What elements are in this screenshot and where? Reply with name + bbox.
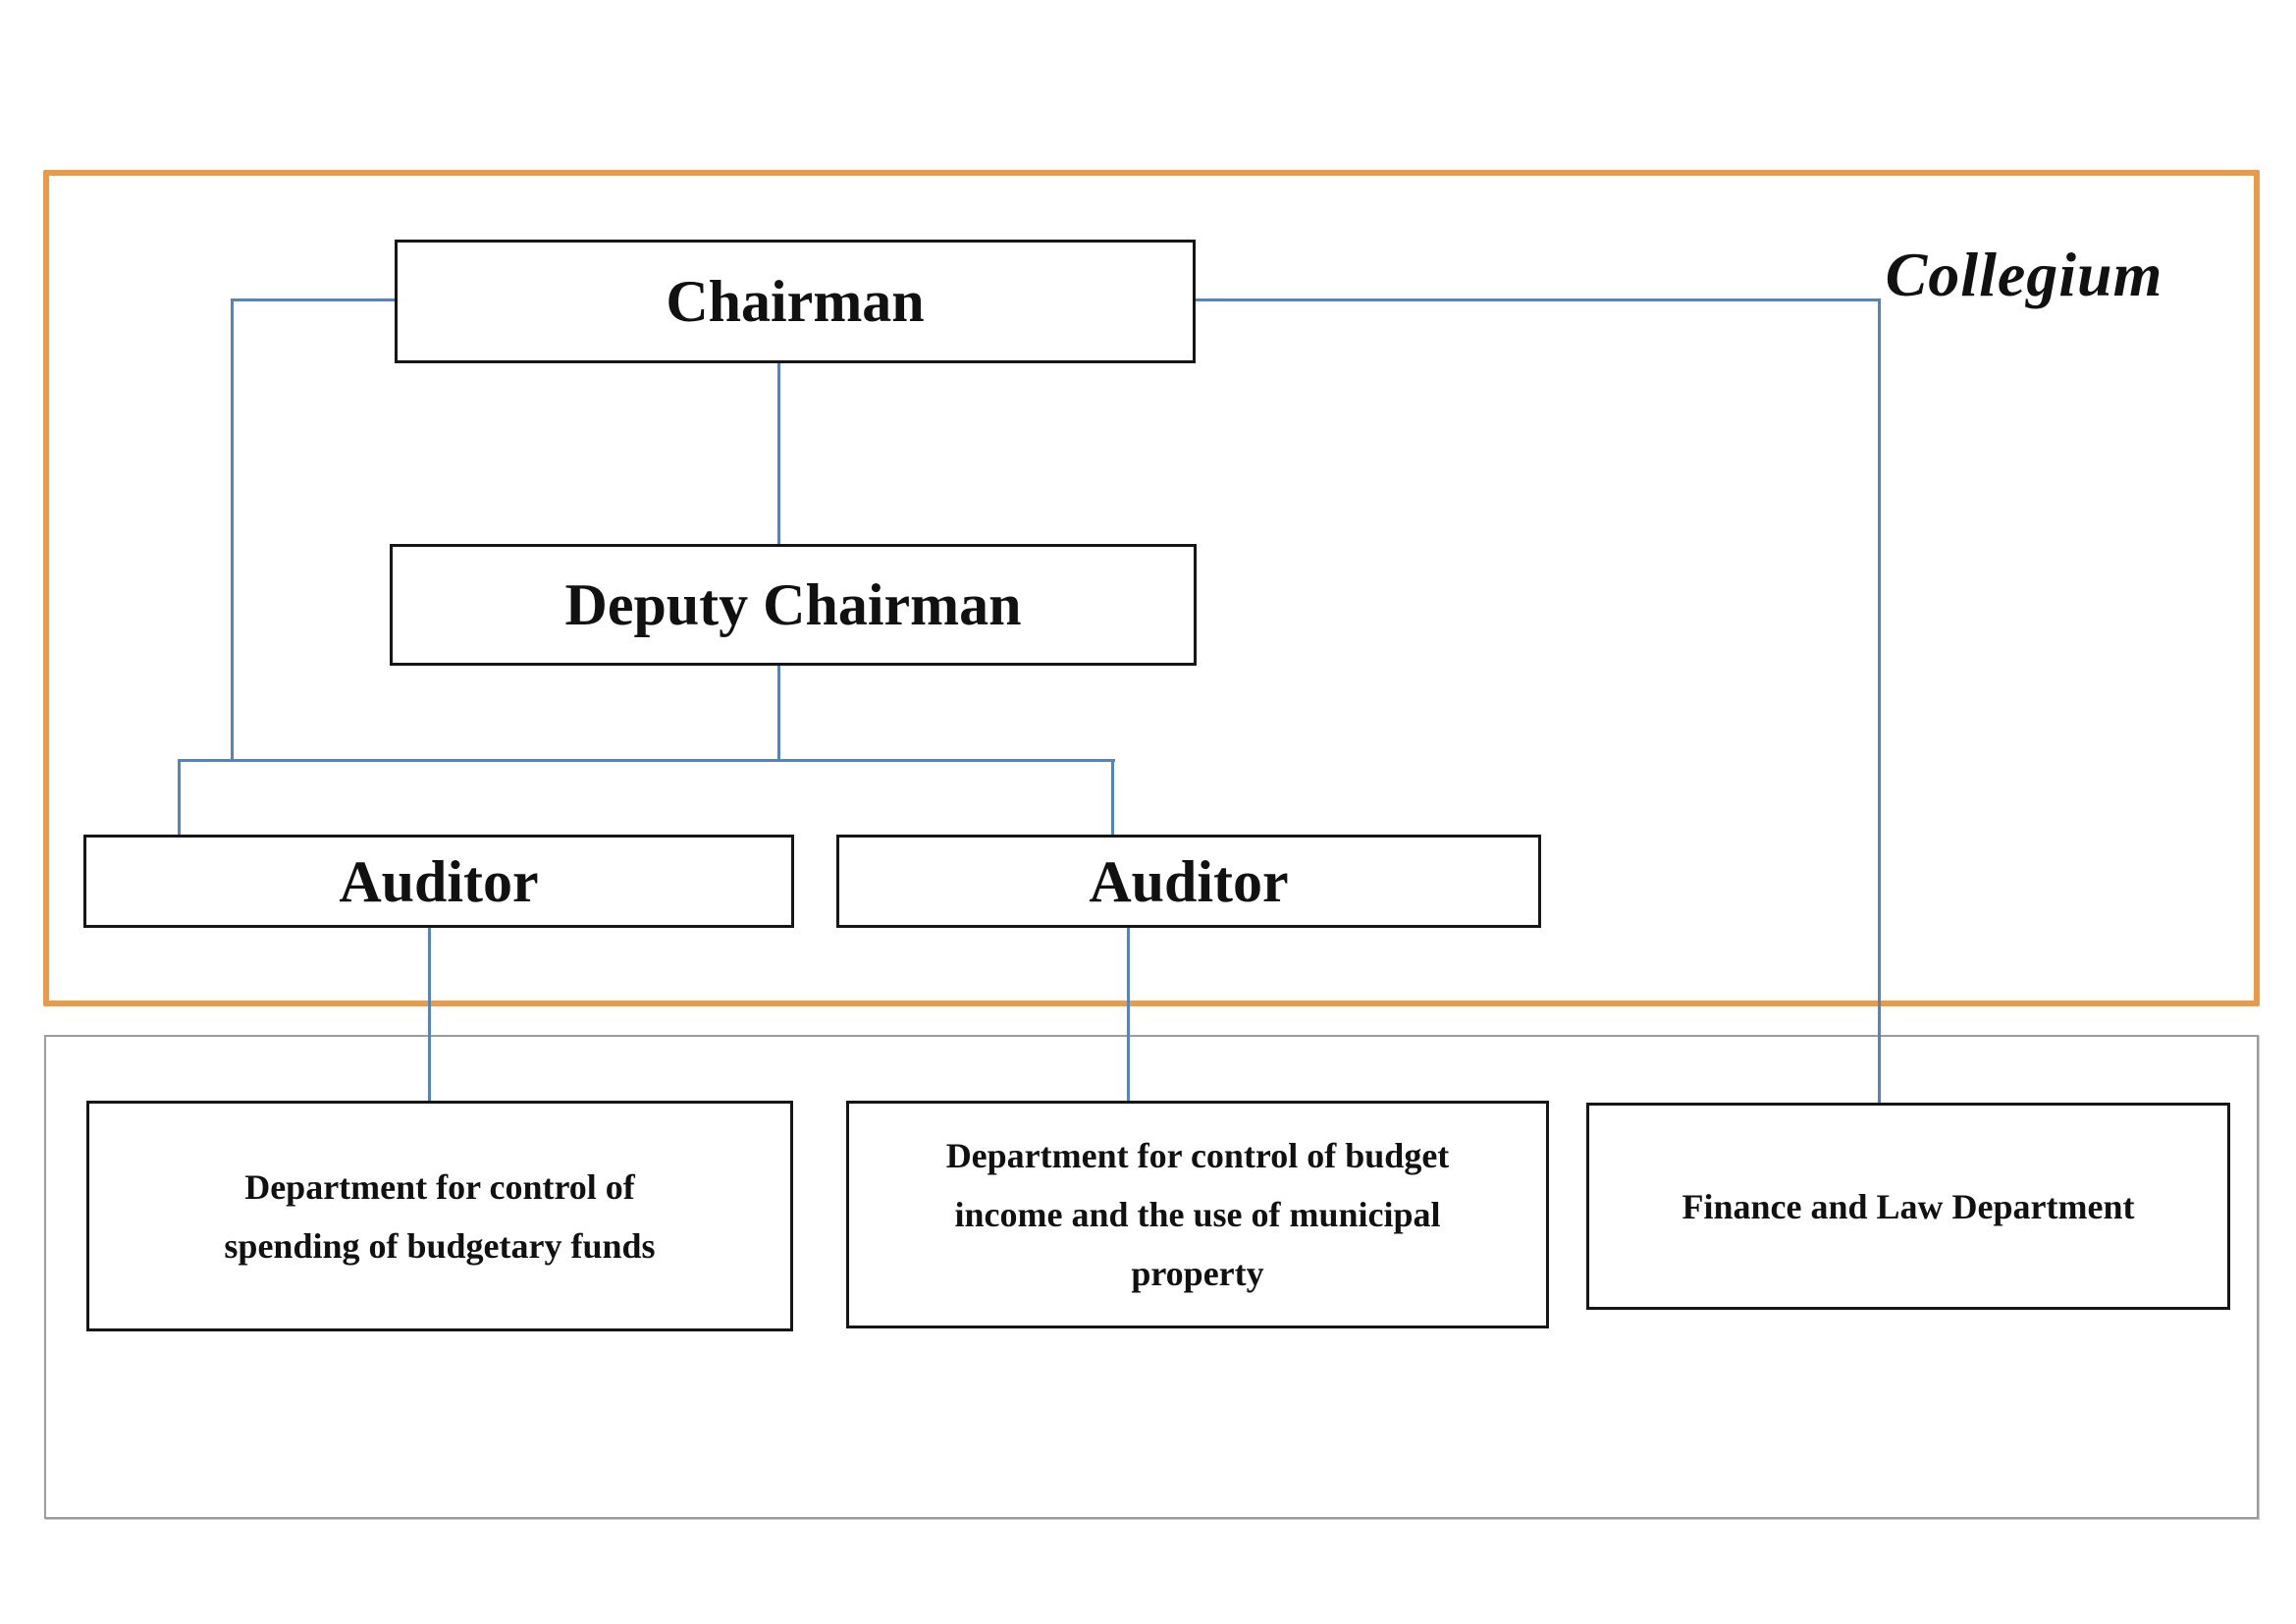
connector-auditors-horizontal [179, 759, 1115, 762]
auditor-left-label: Auditor [339, 848, 539, 914]
connector-chairman-to-deputy [777, 363, 780, 544]
connector-chairman-to-finance-vertical [1878, 298, 1881, 1103]
dept-income-label: Department for control of budget income … [945, 1136, 1450, 1293]
node-dept-income: Department for control of budget income … [846, 1101, 1549, 1328]
collegium-label: Collegium [1885, 240, 2163, 309]
deputy-chairman-label: Deputy Chairman [564, 572, 1022, 637]
connector-chairman-right-horizontal [1196, 298, 1881, 301]
connector-drop-to-auditor-right [1111, 759, 1114, 835]
node-auditor-left: Auditor [83, 835, 794, 928]
chairman-label: Chairman [666, 269, 925, 334]
connector-auditor-right-to-dept-income [1127, 928, 1130, 1101]
connector-chairman-left-horizontal [232, 298, 395, 301]
node-finance-law: Finance and Law Department [1586, 1103, 2230, 1310]
dept-spending-label: Department for control of spending of bu… [224, 1166, 656, 1266]
connector-chairman-to-auditors-left-vertical [231, 298, 234, 762]
auditor-right-label: Auditor [1089, 848, 1289, 914]
node-auditor-right: Auditor [836, 835, 1541, 928]
connector-drop-to-auditor-left [178, 759, 181, 835]
departments-group-border [44, 1035, 2259, 1519]
node-chairman: Chairman [395, 240, 1196, 363]
node-deputy-chairman: Deputy Chairman [390, 544, 1197, 666]
connector-auditor-left-to-dept-spending [428, 928, 431, 1101]
connector-deputy-to-auditors [777, 666, 780, 762]
collegium-group-border [43, 170, 2260, 1006]
node-dept-spending: Department for control of spending of bu… [86, 1101, 793, 1331]
finance-law-label: Finance and Law Department [1682, 1186, 2135, 1226]
